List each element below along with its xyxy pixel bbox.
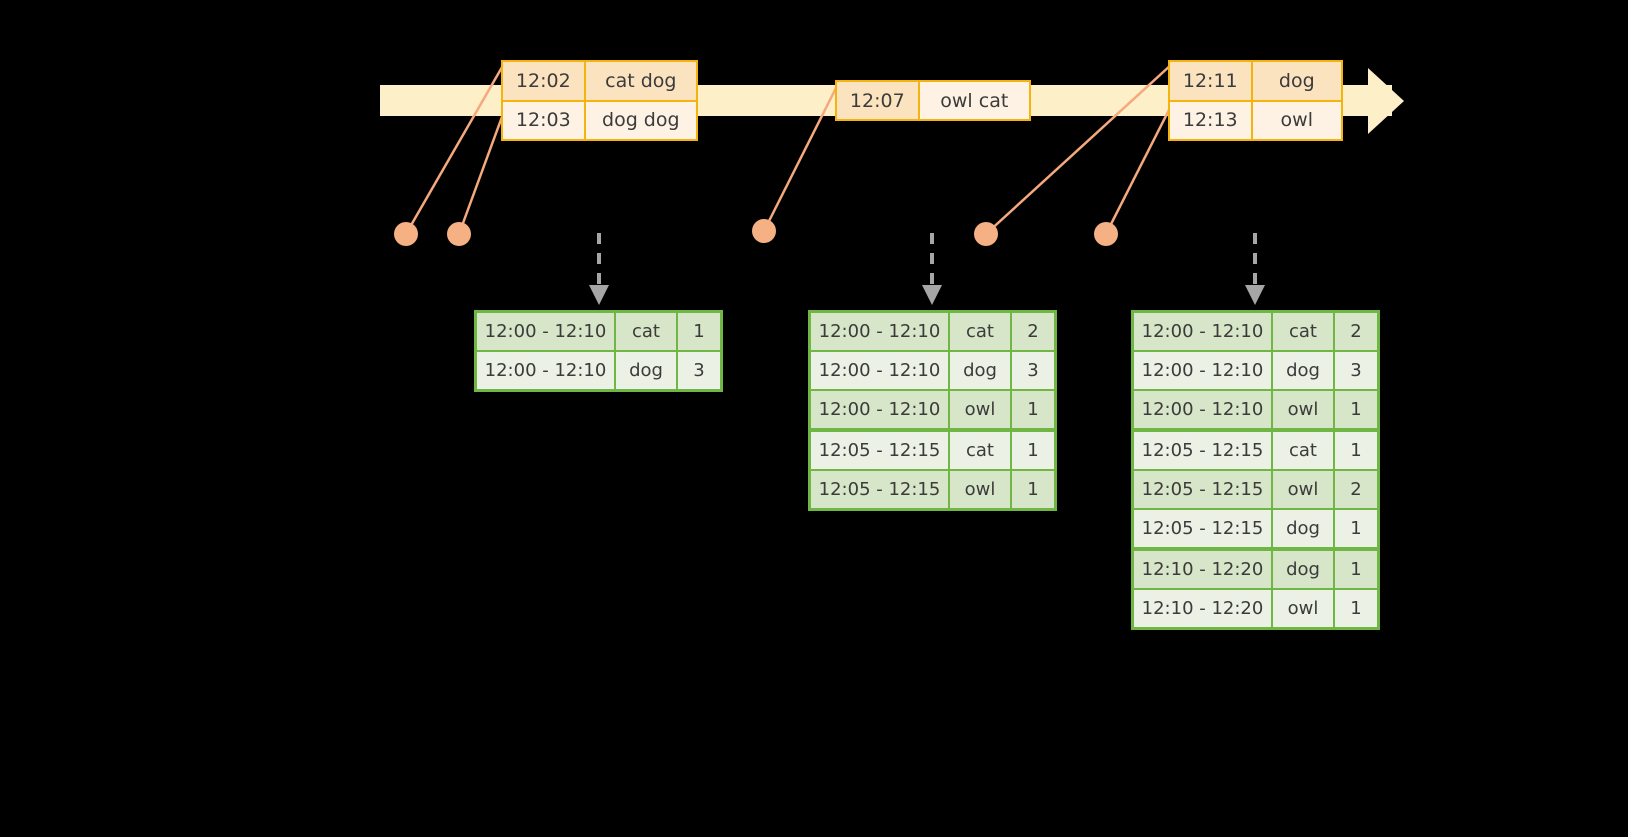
cell-key: cat <box>950 313 1012 350</box>
cell-key: cat <box>950 432 1012 469</box>
cell-count: 1 <box>1335 551 1377 588</box>
cell-key: cat <box>616 313 678 350</box>
event-value: dog dog <box>585 101 696 139</box>
connector-line-2 <box>457 105 508 235</box>
cell-count: 3 <box>678 352 720 389</box>
event-time: 12:11 <box>1170 62 1253 100</box>
cell-count: 1 <box>1012 432 1054 469</box>
cell-key: owl <box>1273 471 1335 508</box>
timeline-arrowhead-icon <box>1368 68 1404 134</box>
cell-count: 1 <box>1335 432 1377 469</box>
arrowhead-icon <box>922 285 942 305</box>
event-value: cat dog <box>585 62 696 100</box>
cell-key: cat <box>1273 432 1335 469</box>
arrowhead-icon <box>589 285 609 305</box>
cell-count: 3 <box>1335 352 1377 389</box>
event-time: 12:07 <box>837 82 920 119</box>
connector-line-5 <box>1104 103 1174 235</box>
event-value: dog <box>1252 62 1341 100</box>
event-box-1[interactable]: 12:02 cat dog 12:03 dog dog <box>501 60 698 141</box>
flow-arrow-3 <box>1245 233 1265 305</box>
cell-count: 1 <box>1335 590 1377 627</box>
cell-window: 12:00 - 12:10 <box>1134 391 1273 428</box>
cell-window: 12:05 - 12:15 <box>811 471 950 508</box>
flow-arrow-2 <box>922 233 942 305</box>
cell-window: 12:00 - 12:10 <box>1134 313 1273 350</box>
cell-key: dog <box>950 352 1012 389</box>
cell-window: 12:05 - 12:15 <box>811 432 950 469</box>
event-marker-3[interactable] <box>752 219 776 243</box>
cell-key: dog <box>1273 510 1335 547</box>
cell-count: 2 <box>1335 471 1377 508</box>
flow-arrows-group <box>589 233 1265 305</box>
cell-count: 1 <box>1012 471 1054 508</box>
event-row: 12:13 owl <box>1170 99 1341 139</box>
event-box-3[interactable]: 12:11 dog 12:13 owl <box>1168 60 1343 141</box>
cell-count: 2 <box>1012 313 1054 350</box>
event-time: 12:03 <box>503 101 586 139</box>
cell-key: owl <box>950 391 1012 428</box>
cell-window: 12:00 - 12:10 <box>811 352 950 389</box>
cell-key: dog <box>616 352 678 389</box>
cell-window: 12:10 - 12:20 <box>1134 551 1273 588</box>
cell-window: 12:00 - 12:10 <box>477 313 616 350</box>
cell-count: 1 <box>678 313 720 350</box>
event-row: 12:11 dog <box>1170 62 1341 100</box>
cell-count: 1 <box>1335 391 1377 428</box>
cell-key: dog <box>1273 551 1335 588</box>
event-value: owl cat <box>919 82 1029 119</box>
event-row: 12:02 cat dog <box>503 62 696 100</box>
cell-key: owl <box>950 471 1012 508</box>
cell-window: 12:00 - 12:10 <box>1134 352 1273 389</box>
cell-key: owl <box>1273 391 1335 428</box>
cell-window: 12:10 - 12:20 <box>1134 590 1273 627</box>
event-marker-5[interactable] <box>1094 222 1118 246</box>
event-marker-1[interactable] <box>394 222 418 246</box>
event-value: owl <box>1252 101 1341 139</box>
cell-count: 1 <box>1335 510 1377 547</box>
event-markers-group <box>394 219 1118 246</box>
event-time: 12:02 <box>503 62 586 100</box>
arrowhead-icon <box>1245 285 1265 305</box>
cell-key: owl <box>1273 590 1335 627</box>
event-row: 12:07 owl cat <box>837 82 1029 119</box>
event-marker-4[interactable] <box>974 222 998 246</box>
cell-window: 12:00 - 12:10 <box>477 352 616 389</box>
cell-key: dog <box>1273 352 1335 389</box>
event-time: 12:13 <box>1170 101 1253 139</box>
cell-window: 12:00 - 12:10 <box>811 313 950 350</box>
cell-key: cat <box>1273 313 1335 350</box>
cell-count: 2 <box>1335 313 1377 350</box>
flow-arrow-1 <box>589 233 609 305</box>
event-row: 12:03 dog dog <box>503 99 696 139</box>
cell-count: 3 <box>1012 352 1054 389</box>
cell-window: 12:00 - 12:10 <box>811 391 950 428</box>
event-box-2[interactable]: 12:07 owl cat <box>835 80 1031 121</box>
cell-count: 1 <box>1012 391 1054 428</box>
event-marker-2[interactable] <box>447 222 471 246</box>
cell-window: 12:05 - 12:15 <box>1134 471 1273 508</box>
cell-window: 12:05 - 12:15 <box>1134 432 1273 469</box>
cell-window: 12:05 - 12:15 <box>1134 510 1273 547</box>
